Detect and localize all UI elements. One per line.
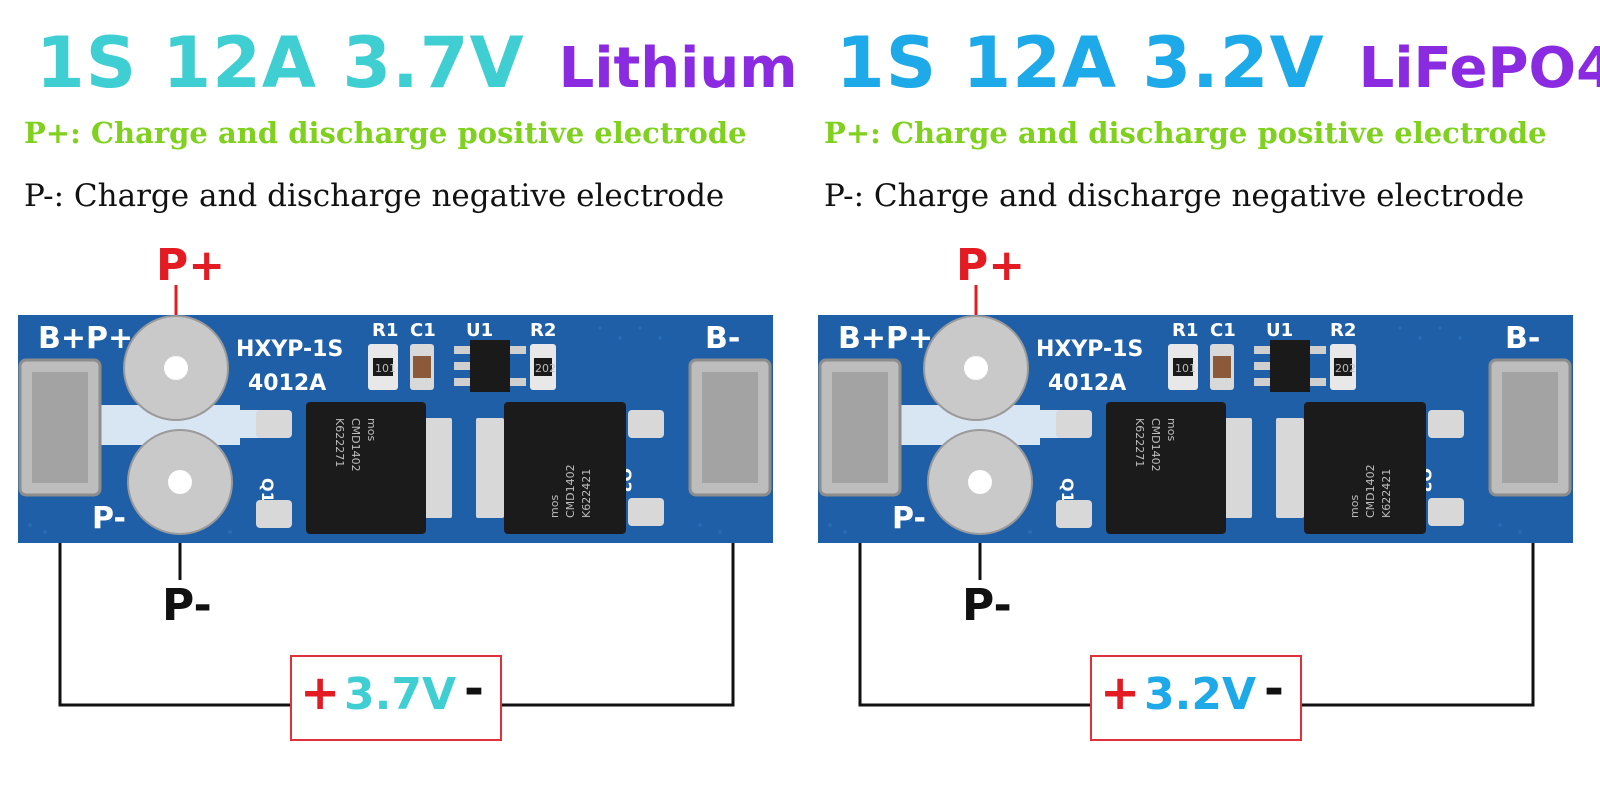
battery-box: + 3.2V - xyxy=(1090,655,1302,741)
battery-plus-sign: + xyxy=(300,665,341,721)
mosfet-q1: CMD1402 K622271 mos xyxy=(1056,402,1252,534)
svg-text:K622271: K622271 xyxy=(333,418,346,467)
ic-u1 xyxy=(454,340,526,392)
label-bplus: B+P+ xyxy=(838,321,933,356)
spec-title: 1S 12A 3.2V xyxy=(836,22,1325,104)
label-c1: C1 xyxy=(410,320,436,341)
board-model: HXYP-1S xyxy=(236,337,343,362)
svg-text:CMD1402: CMD1402 xyxy=(1149,418,1162,472)
negative-description: P-: Charge and discharge negative electr… xyxy=(24,178,725,214)
headline: 1S 12A 3.2V LiFePO4 xyxy=(836,22,1600,104)
svg-text:K622271: K622271 xyxy=(1133,418,1146,467)
positive-description: P+: Charge and discharge positive electr… xyxy=(824,116,1547,150)
terminal-p-minus-label: P- xyxy=(962,580,1012,631)
svg-text:mos: mos xyxy=(1348,495,1361,518)
battery-voltage: 3.7V xyxy=(344,669,456,720)
label-u1: U1 xyxy=(466,320,493,341)
board-model-code: 4012A xyxy=(1048,371,1126,396)
mosfet-q2: CMD1402 K622421 mos xyxy=(1276,402,1464,534)
positive-description: P+: Charge and discharge positive electr… xyxy=(24,116,747,150)
negative-description: P-: Charge and discharge negative electr… xyxy=(824,178,1525,214)
terminal-p-minus-label: P- xyxy=(162,580,212,631)
svg-text:mos: mos xyxy=(548,495,561,518)
label-u1: U1 xyxy=(1266,320,1293,341)
battery-box: + 3.7V - xyxy=(290,655,502,741)
label-r1: R1 xyxy=(1172,320,1198,341)
label-pminus: P- xyxy=(92,501,126,536)
svg-text:202: 202 xyxy=(535,362,556,375)
label-pminus: P- xyxy=(892,501,926,536)
svg-text:mos: mos xyxy=(1165,418,1178,441)
board-model-code: 4012A xyxy=(248,371,326,396)
panel-lifepo4: 1S 12A 3.2V LiFePO4 P+: Charge and discha… xyxy=(800,0,1600,800)
svg-text:101: 101 xyxy=(1175,362,1196,375)
battery-minus-sign: - xyxy=(1264,661,1284,717)
label-r2: R2 xyxy=(530,320,556,341)
battery-voltage: 3.2V xyxy=(1144,669,1256,720)
battery-plus-sign: + xyxy=(1100,665,1141,721)
chemistry-title: Lithium xyxy=(558,36,798,101)
svg-text:CMD1402: CMD1402 xyxy=(349,418,362,472)
label-q1: Q1 xyxy=(258,478,277,503)
svg-text:CMD1402: CMD1402 xyxy=(1364,464,1377,518)
spec-title: 1S 12A 3.7V xyxy=(36,22,525,104)
terminal-p-plus-label: P+ xyxy=(956,240,1026,291)
pcb-board: B+P+ B- P- HXYP-1S 4012A R1 C1 U1 R2 Q1 … xyxy=(818,315,1573,543)
chemistry-title: LiFePO4 xyxy=(1358,36,1600,101)
headline: 1S 12A 3.7V Lithium xyxy=(36,22,798,104)
svg-text:101: 101 xyxy=(375,362,396,375)
label-q1: Q1 xyxy=(1058,478,1077,503)
mosfet-q1: CMD1402 K622271 mos xyxy=(256,402,452,534)
board-model: HXYP-1S xyxy=(1036,337,1143,362)
panel-lithium: 1S 12A 3.7V Lithium P+: Charge and discha… xyxy=(18,22,798,741)
label-r2: R2 xyxy=(1330,320,1356,341)
label-c1: C1 xyxy=(1210,320,1236,341)
label-bminus: B- xyxy=(1505,321,1540,356)
mosfet-q2: CMD1402 K622421 mos xyxy=(476,402,664,534)
svg-text:K622421: K622421 xyxy=(580,469,593,518)
svg-text:K622421: K622421 xyxy=(1380,469,1393,518)
label-bminus: B- xyxy=(705,321,740,356)
svg-text:202: 202 xyxy=(1335,362,1356,375)
svg-text:CMD1402: CMD1402 xyxy=(564,464,577,518)
battery-minus-sign: - xyxy=(464,661,484,717)
terminal-p-plus-label: P+ xyxy=(156,240,226,291)
label-r1: R1 xyxy=(372,320,398,341)
svg-text:mos: mos xyxy=(365,418,378,441)
copper-trace xyxy=(100,405,240,445)
pcb-board: B+P+ B- P- HXYP-1S 4012A R1 C1 U1 R2 Q1 … xyxy=(18,315,773,543)
copper-trace xyxy=(900,405,1040,445)
ic-u1 xyxy=(1254,340,1326,392)
label-bplus: B+P+ xyxy=(38,321,133,356)
